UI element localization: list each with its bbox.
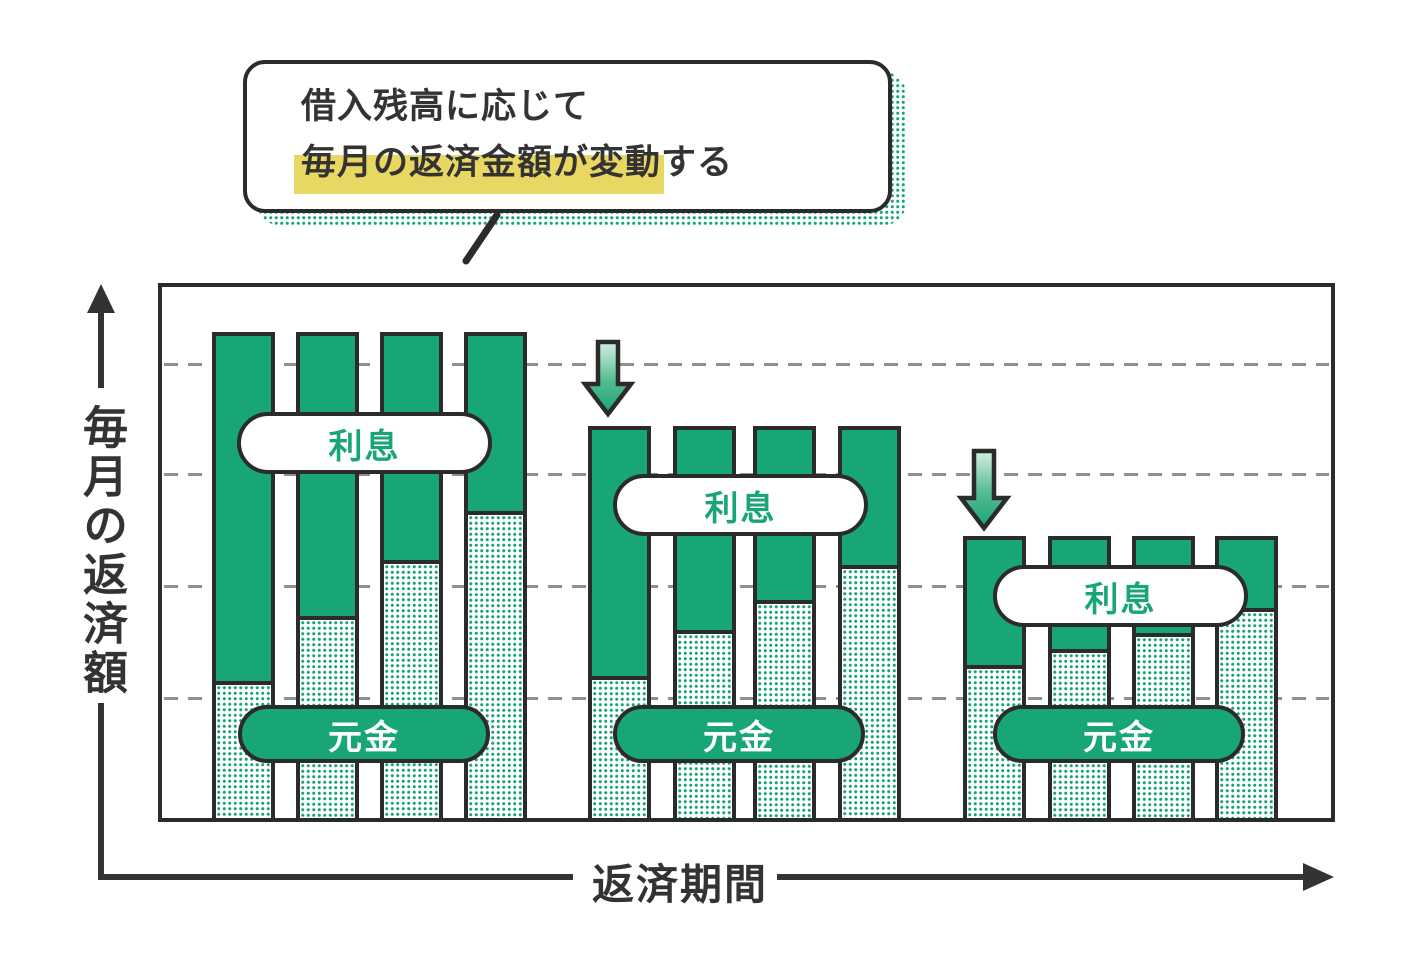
- callout-bubble: 借入残高に応じて 毎月の返済金額が変動する: [243, 60, 892, 213]
- callout-line2: 毎月の返済金額が変動する: [301, 140, 888, 186]
- x-axis-label: 返済期間: [591, 861, 768, 908]
- interest-badge-group1: 利息: [237, 412, 492, 474]
- principal-segment: [842, 565, 897, 818]
- plot-area: 利息元金 利息元金 利息元金: [158, 283, 1335, 822]
- principal-segment: [967, 665, 1022, 818]
- gridline-4: [164, 697, 1329, 700]
- x-axis-arrowhead-icon: [1303, 863, 1334, 891]
- callout-line1: 借入残高に応じて: [301, 87, 590, 126]
- callout-plain-text: する: [661, 143, 734, 182]
- y-axis-arrowhead-icon: [87, 284, 115, 313]
- principal-badge-group2: 元金: [613, 705, 865, 763]
- callout-highlighted-text: 毎月の返済金額が変動: [301, 143, 662, 182]
- gridline-1: [164, 363, 1329, 366]
- principal-segment: [384, 560, 439, 818]
- interest-badge-group3: 利息: [993, 565, 1248, 627]
- gridline-3: [164, 585, 1329, 588]
- y-axis-label: 毎月の返済額: [76, 404, 127, 698]
- principal-badge-group3: 元金: [993, 705, 1245, 763]
- interest-badge-group2: 利息: [613, 474, 868, 536]
- principal-badge-group1: 元金: [238, 705, 490, 763]
- principal-segment: [468, 511, 523, 818]
